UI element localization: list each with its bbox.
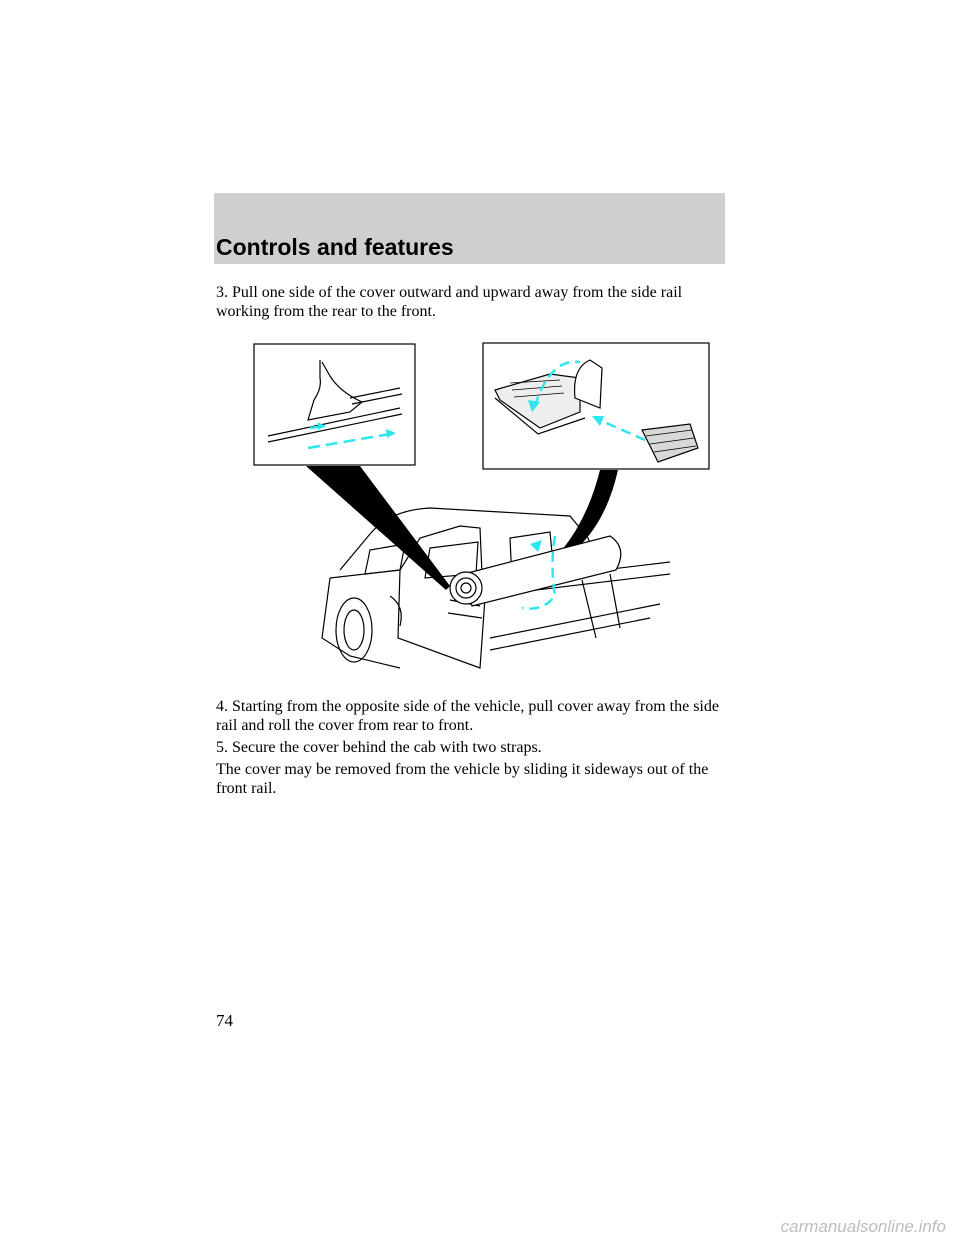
step-5-paragraph: 5. Secure the cover behind the cab with … xyxy=(216,739,542,756)
right-callout-wedge xyxy=(562,470,618,556)
section-title: Controls and features xyxy=(216,234,454,260)
pickup-truck xyxy=(321,507,671,669)
step-4-paragraph: 4. Starting from the opposite side of th… xyxy=(216,698,719,734)
left-inset-detail xyxy=(253,343,416,466)
left-callout-wedge xyxy=(306,466,450,590)
right-inset-detail xyxy=(482,342,710,470)
footer-watermark[interactable]: carmanualsonline.info xyxy=(780,1217,946,1236)
rolled-cover xyxy=(449,535,622,610)
section-header-band xyxy=(214,193,725,264)
page-number: 74 xyxy=(216,1011,233,1030)
removal-note-paragraph: The cover may be removed from the vehicl… xyxy=(216,761,709,797)
step-3-paragraph: 3. Pull one side of the cover outward an… xyxy=(216,284,683,320)
truck-bed-cover-illustration xyxy=(253,342,710,669)
